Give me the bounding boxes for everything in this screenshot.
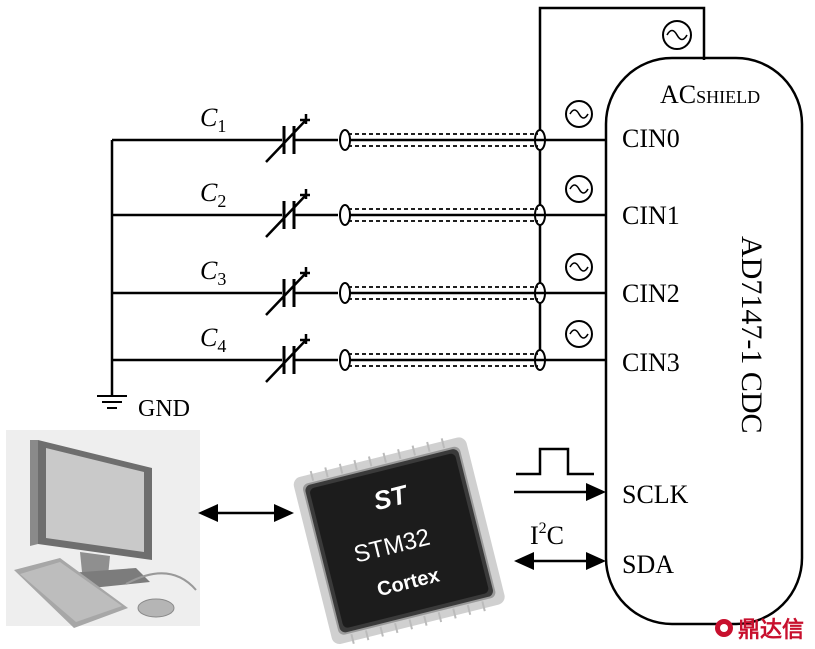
cin-pin-label: CIN0 [622, 124, 680, 153]
watermark-text: 鼎达信 [738, 617, 804, 643]
stm32-chip-icon: ST STM32 Cortex [293, 437, 505, 645]
variable-capacitor-icon [265, 189, 310, 238]
cin-pin-label: CIN3 [622, 348, 680, 377]
capacitor-label: C4 [200, 323, 226, 356]
cdc-chip-name: AD7147-1 CDC [735, 236, 768, 434]
cin-pin-label: CIN2 [622, 279, 680, 308]
capacitor-label: C3 [200, 256, 226, 289]
shielded-cable [339, 129, 606, 151]
ac-source-icon [565, 320, 593, 348]
ac-source-icon [565, 100, 593, 128]
shielded-cable [339, 204, 606, 226]
computer-icon [6, 430, 200, 628]
shield-wire [538, 6, 706, 140]
capacitor-label: C1 [200, 103, 226, 136]
ac-shield-label: ACSHIELD [660, 80, 760, 109]
i2c-label: I2C [530, 520, 564, 550]
ground-icon [97, 395, 127, 409]
clock-pulse-icon [516, 447, 594, 476]
sclk-arrow [514, 483, 606, 501]
shield-source-icon [662, 20, 692, 50]
capacitor-label: C2 [200, 178, 226, 211]
sclk-pin-label: SCLK [622, 480, 689, 509]
ac-source-icon [565, 253, 593, 281]
shielded-cable [339, 349, 606, 371]
variable-capacitor-icon [265, 114, 310, 163]
variable-capacitor-icon [265, 334, 310, 383]
variable-capacitor-icon [265, 267, 310, 316]
gnd-label: GND [138, 396, 190, 422]
ac-source-icon [565, 175, 593, 203]
cin-pin-label: CIN1 [622, 201, 680, 230]
watermark-logo: 鼎达信 [715, 617, 804, 643]
shielded-cable [339, 282, 606, 304]
pc-mcu-double-arrow [198, 504, 294, 522]
sda-pin-label: SDA [622, 550, 674, 579]
sda-double-arrow [514, 552, 606, 570]
